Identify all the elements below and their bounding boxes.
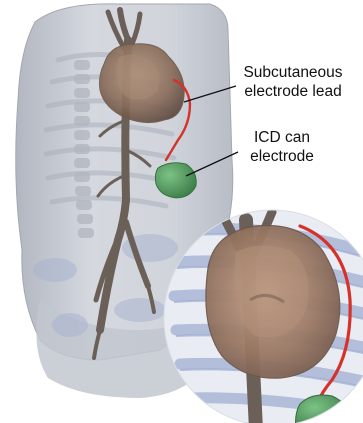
icd-can-label: ICD can electrode [236, 128, 328, 166]
icd-can [155, 163, 196, 198]
lead-label-line2: electrode lead [234, 82, 352, 101]
can-label-line2: electrode [236, 147, 328, 166]
subcutaneous-lead-label: Subcutaneous electrode lead [234, 63, 352, 101]
can-label-line1: ICD can [236, 128, 328, 147]
lead-label-line1: Subcutaneous [234, 63, 352, 82]
